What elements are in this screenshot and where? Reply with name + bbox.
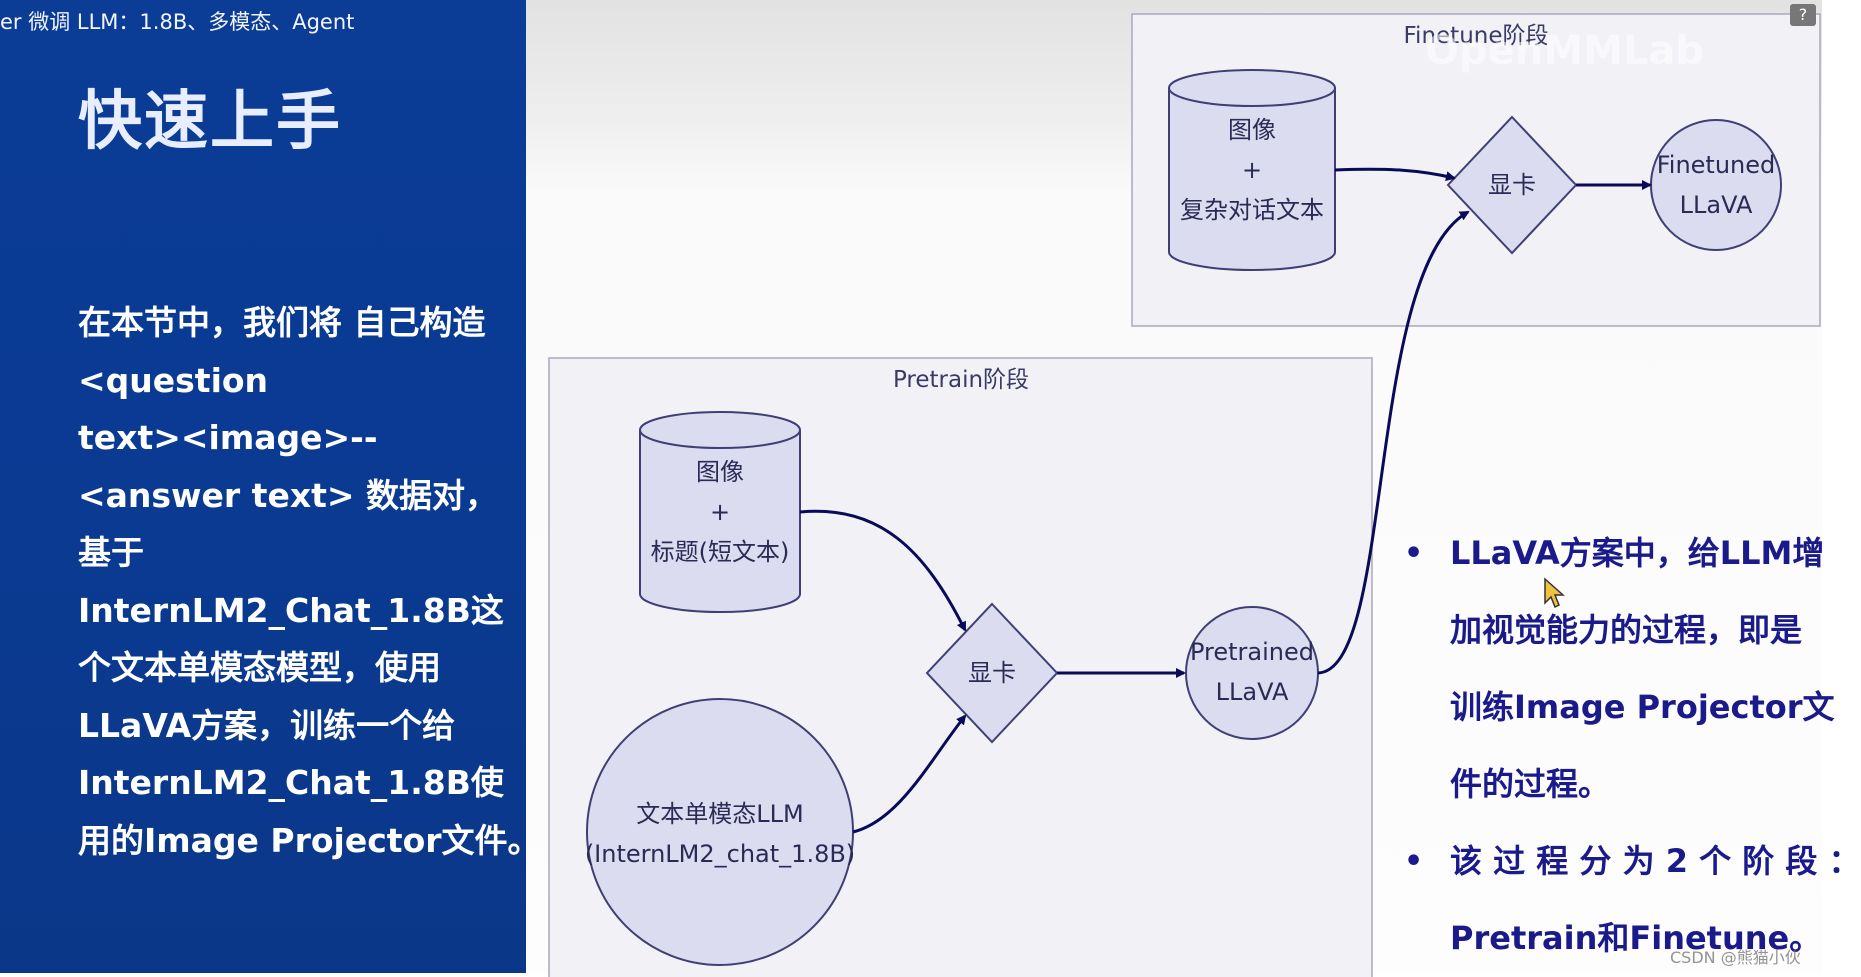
ft-model-line2: LLaVA xyxy=(1680,191,1753,219)
body-line: InternLM2_Chat_1.8B这 xyxy=(78,590,504,630)
body-line: InternLM2_Chat_1.8B使 xyxy=(78,763,504,802)
edge-llm-to-gpu xyxy=(852,714,967,834)
pt-data-line2: + xyxy=(710,498,730,526)
slide-body: 在本节中，我们将 自己构造 <question text><image>-- <… xyxy=(78,294,541,869)
pt-data-line1: 图像 xyxy=(696,458,744,486)
body-line: 基于 xyxy=(78,533,144,572)
pretrain-data-cylinder: 图像 + 标题(短文本) xyxy=(639,411,801,613)
pt-gpu-label: 显卡 xyxy=(968,659,1016,687)
bullet-item: • 该 过 程 分 为 2 个 阶 段 ： Pretrain和Finetune。 xyxy=(1400,823,1861,977)
bullet-line: Pretrain和Finetune。 xyxy=(1450,919,1822,957)
body-line: 个文本单模态模型，使用 xyxy=(78,648,441,687)
bullet-list: • LLaVA方案中，给LLM增 加视觉能力的过程，即是 训练Image Pro… xyxy=(1400,515,1861,977)
bullet-dot-icon: • xyxy=(1404,844,1424,879)
edge-pretrained-to-ftgpu xyxy=(1317,210,1470,675)
body-line: 在本节中，我们将 自己构造 xyxy=(78,303,486,342)
pretrained-llava-node: Pretrained LLaVA xyxy=(1185,606,1319,740)
bullet-line: 加视觉能力的过程，即是 xyxy=(1450,611,1803,649)
bullet-line: 训练Image Projector文 xyxy=(1450,688,1835,726)
finetune-cluster-label: Finetune阶段 xyxy=(1404,23,1549,49)
bullet-dot-icon: • xyxy=(1404,536,1424,571)
finetune-data-cylinder: 图像 + 复杂对话文本 xyxy=(1168,69,1336,271)
bullet-line: 件的过程。 xyxy=(1450,765,1611,803)
edge-ftdata-to-ftgpu xyxy=(1334,167,1456,182)
pretrain-gpu-diamond: 显卡 xyxy=(925,602,1059,744)
slide-heading: 快速上手 xyxy=(78,85,342,159)
finetuned-llava-node: Finetuned LLaVA xyxy=(1650,119,1782,251)
credit-text: CSDN @熊猫小伙 xyxy=(1670,948,1801,967)
pt-model-line1: Pretrained xyxy=(1190,638,1314,666)
pt-model-line2: LLaVA xyxy=(1216,678,1289,706)
ft-data-line1: 图像 xyxy=(1228,116,1276,144)
edge-ptdata-to-gpu xyxy=(799,509,967,632)
window-title: er 微调 LLM：1.8B、多模态、Agent xyxy=(0,10,355,34)
body-line: <answer text> 数据对， xyxy=(78,475,499,515)
watermark-logo: OpenMMLab xyxy=(1425,28,1704,74)
bullet-line: LLaVA方案中，给LLM增 xyxy=(1450,534,1825,572)
text-llm-node: 文本单模态LLM (InternLM2_chat_1.8B) xyxy=(585,698,855,966)
pt-llm-line1: 文本单模态LLM xyxy=(636,800,803,828)
bullet-item: • LLaVA方案中，给LLM增 加视觉能力的过程，即是 训练Image Pro… xyxy=(1400,515,1835,823)
body-line: 用的Image Projector文件。 xyxy=(78,820,541,860)
pretrain-cluster-label: Pretrain阶段 xyxy=(893,367,1029,393)
flow-diagram: Finetune阶段 Pretrain阶段 图像 + 复杂对话文本 显卡 Fin… xyxy=(548,13,1821,977)
finetune-gpu-diamond: 显卡 xyxy=(1446,115,1578,255)
bullet-line: 该 过 程 分 为 2 个 阶 段 ： xyxy=(1450,842,1861,880)
ft-gpu-label: 显卡 xyxy=(1488,171,1536,199)
body-line: LLaVA方案，训练一个给 xyxy=(78,705,456,745)
pt-llm-line2: (InternLM2_chat_1.8B) xyxy=(585,840,855,868)
left-panel: er 微调 LLM：1.8B、多模态、Agent 快速上手 在本节中，我们将 自… xyxy=(0,0,541,973)
ft-data-line3: 复杂对话文本 xyxy=(1180,196,1324,224)
help-button[interactable]: ? xyxy=(1790,4,1816,26)
ft-model-line1: Finetuned xyxy=(1657,151,1776,179)
ft-data-line2: + xyxy=(1242,156,1262,184)
pt-data-line3: 标题(短文本) xyxy=(651,538,790,566)
body-line: text><image>-- xyxy=(78,418,378,457)
mouse-cursor-icon xyxy=(1544,577,1565,609)
body-line: <question xyxy=(78,360,269,400)
